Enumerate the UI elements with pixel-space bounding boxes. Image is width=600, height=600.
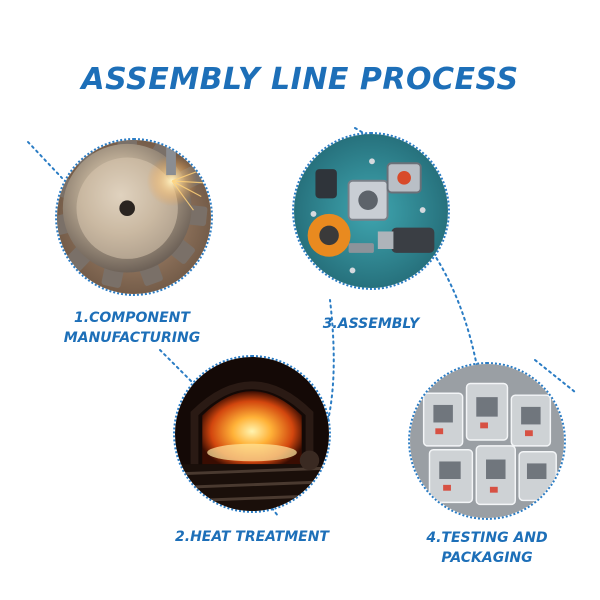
step-2-label-line1: 2.HEAT TREATMENT [175,529,329,545]
page-title: ASSEMBLY LINE PROCESS [81,62,519,97]
step-1-image [55,138,213,296]
step-4-label-line2: PACKAGING [441,550,533,566]
connector-left-entry [27,141,63,179]
step-2-label: 2.HEAT TREATMENT [162,527,342,547]
connector-step2-step3 [299,299,335,481]
connector-step3-step4 [429,247,479,373]
step-4-image [408,362,566,520]
packaged-parts-photo [410,364,564,518]
step-2-image [173,355,331,513]
step-4-label-line1: 4.TESTING AND [426,530,548,546]
machine-parts-photo [294,134,448,288]
step-4-label: 4.TESTING AND PACKAGING [410,528,564,568]
sprocket-cutting-photo [57,140,211,294]
step-1-label-line2: MANUFACTURING [63,330,201,346]
connector-step4-right [534,359,576,393]
connector-step1-step2 [159,349,196,386]
step-3-label-line1: 3.ASSEMBLY [322,316,420,332]
step-1-label-line1: 1.COMPONENT [74,310,190,326]
step-1-label: 1.COMPONENT MANUFACTURING [57,308,207,348]
step-3-label: 3.ASSEMBLY [300,314,442,334]
step-3-image [292,132,450,290]
furnace-photo [175,357,329,511]
